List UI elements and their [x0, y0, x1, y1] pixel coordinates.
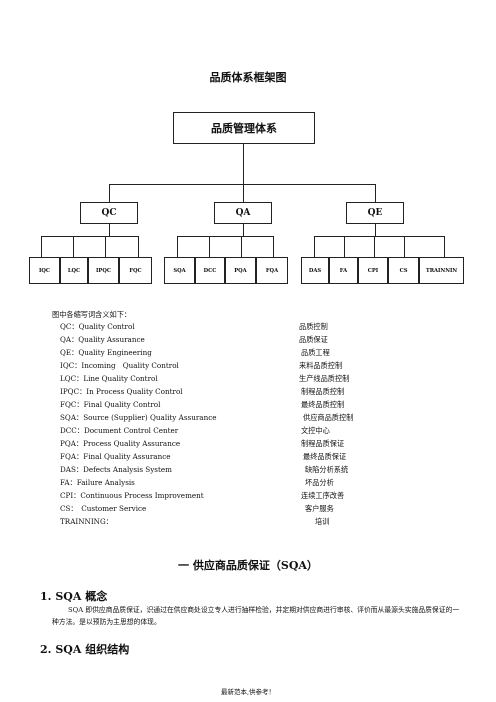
- legend-meaning: 连续工序改善: [301, 491, 345, 500]
- org-group-qe: QE: [346, 202, 404, 224]
- legend-term: FQC：Final Quality Control: [60, 400, 161, 409]
- legend-term: DCC：Document Control Center: [60, 426, 179, 435]
- legend-term: FA：Failure Analysis: [60, 478, 135, 487]
- legend-term: TRAINNING：: [60, 517, 113, 526]
- subsection-title: 1. SQA 概念: [40, 590, 108, 603]
- org-leaf-dcc: DCC: [195, 257, 225, 284]
- connector: [109, 184, 375, 185]
- legend-meaning: 客户服务: [305, 504, 334, 513]
- legend-meaning: 生产线品质控制: [299, 374, 350, 383]
- connector: [375, 224, 376, 236]
- legend-term: IQC：Incoming Quality Control: [60, 361, 179, 370]
- legend-meaning: 品质工程: [301, 348, 330, 357]
- legend-term: SQA：Source (Supplier) Quality Assurance: [60, 413, 217, 422]
- page-title: 品质体系框架图: [209, 71, 287, 84]
- legend-term: LQC：Line Quality Control: [60, 374, 158, 383]
- org-leaf-ipqc: IPQC: [88, 257, 119, 284]
- connector: [374, 236, 375, 257]
- connector: [243, 224, 244, 236]
- legend-term: CPI：Continuous Process Improvement: [60, 491, 204, 500]
- connector: [177, 236, 178, 257]
- org-leaf-pqa: PQA: [225, 257, 256, 284]
- legend-meaning: 供应商品质控制: [303, 413, 354, 422]
- connector: [344, 236, 345, 257]
- legend-meaning: 品质控制: [299, 322, 328, 331]
- legend-meaning: 坏品分析: [305, 478, 334, 487]
- legend-intro: 图中各缩写词含义如下：: [52, 310, 132, 319]
- connector: [273, 236, 274, 257]
- legend-meaning: 最终品质保证: [303, 452, 347, 461]
- legend-term: IPQC：In Process Quality Control: [60, 387, 183, 396]
- org-leaf-iqc: IQC: [29, 257, 60, 284]
- connector: [41, 236, 42, 257]
- org-leaf-training: TRAINNIN: [419, 257, 464, 284]
- connector: [109, 224, 110, 236]
- connector: [177, 236, 273, 237]
- legend-term: CS： Customer Service: [60, 504, 147, 513]
- connector: [404, 236, 405, 257]
- org-leaf-lqc: LQC: [60, 257, 88, 284]
- org-leaf-fqa: FQA: [256, 257, 288, 284]
- connector: [243, 184, 244, 202]
- legend-term: QE：Quality Engineering: [60, 348, 152, 357]
- paragraph: SQA 即供应商品质保证，识通过在供应商处设立专人进行抽样检验，并定期对供应商进…: [52, 606, 460, 626]
- legend-term: PQA：Process Quality Assurance: [60, 439, 181, 448]
- connector: [209, 236, 210, 257]
- connector: [444, 236, 445, 257]
- legend-meaning: 来料品质控制: [299, 361, 343, 370]
- org-leaf-sqa: SQA: [164, 257, 195, 284]
- org-group-qa: QA: [214, 202, 272, 224]
- connector: [73, 236, 74, 257]
- org-root-box: 品质管理体系: [173, 112, 315, 144]
- connector: [105, 236, 106, 257]
- legend-meaning: 文控中心: [301, 426, 330, 435]
- org-group-qc: QC: [80, 202, 138, 224]
- org-leaf-fa: FA: [329, 257, 358, 284]
- connector: [41, 236, 138, 237]
- legend-meaning: 培训: [315, 517, 330, 526]
- legend-term: FQA：Final Quality Assurance: [60, 452, 171, 461]
- section-title: 一 供应商品质保证（SQA）: [178, 559, 318, 572]
- legend-meaning: 最终品质控制: [301, 400, 345, 409]
- connector: [109, 184, 110, 202]
- legend-meaning: 缺陷分析系统: [305, 465, 349, 474]
- legend-meaning: 制程品质保证: [301, 439, 345, 448]
- legend-term: QC：Quality Control: [60, 322, 135, 331]
- subsection-title: 2. SQA 组织结构: [40, 643, 130, 656]
- connector: [375, 184, 376, 202]
- org-leaf-das: DAS: [301, 257, 329, 284]
- legend-meaning: 品质保证: [299, 335, 328, 344]
- footer-note: 最新范本,供参考！: [220, 688, 276, 696]
- legend-term: QA：Quality Assurance: [60, 335, 145, 344]
- org-leaf-fqc: FQC: [119, 257, 152, 284]
- connector: [138, 236, 139, 257]
- legend-meaning: 制程品质控制: [301, 387, 345, 396]
- org-leaf-cpi: CPI: [358, 257, 388, 284]
- connector: [314, 236, 444, 237]
- legend-term: DAS：Defects Analysis System: [60, 465, 172, 474]
- connector: [314, 236, 315, 257]
- connector: [241, 236, 242, 257]
- org-leaf-cs: CS: [388, 257, 419, 284]
- connector: [243, 144, 244, 184]
